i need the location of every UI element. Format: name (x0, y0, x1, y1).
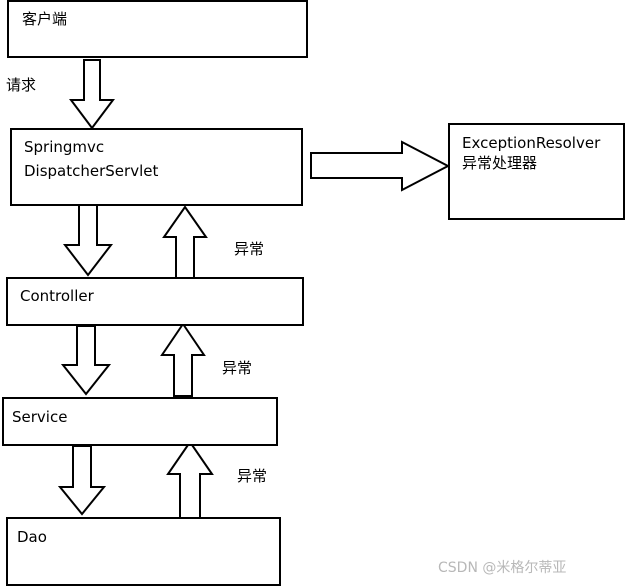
dispatcher-label-line1: Springmvc (24, 138, 105, 156)
arrow-request-down (69, 59, 115, 130)
exception-resolver-box: ExceptionResolver 异常处理器 (448, 123, 625, 220)
arrow-dispatcher-to-controller (62, 204, 114, 277)
dao-label: Dao (17, 528, 47, 546)
dispatcher-label-line2: DispatcherServlet (24, 162, 159, 180)
service-label: Service (12, 408, 68, 426)
request-label: 请求 (6, 76, 37, 94)
exception-label-3: 异常 (237, 467, 268, 485)
arrow-to-resolver (310, 140, 451, 192)
resolver-label-line2: 异常处理器 (462, 154, 538, 172)
arrow-service-to-controller (160, 322, 206, 397)
client-box: 客户端 (7, 0, 308, 58)
watermark-text: CSDN @米格尔蒂亚 (438, 560, 567, 576)
service-box: Service (2, 397, 278, 446)
arrow-controller-to-service (60, 325, 112, 396)
resolver-label-line1: ExceptionResolver (462, 134, 601, 152)
arrow-dao-to-service (166, 440, 214, 519)
client-label: 客户端 (22, 10, 68, 28)
arrow-controller-to-dispatcher (162, 205, 208, 279)
controller-box: Controller (6, 277, 304, 326)
exception-label-2: 异常 (222, 359, 253, 377)
dispatcher-box: Springmvc DispatcherServlet (10, 128, 303, 206)
exception-label-1: 异常 (234, 240, 265, 258)
dao-box: Dao (6, 517, 281, 586)
controller-label: Controller (20, 287, 94, 305)
arrow-service-to-dao (57, 445, 107, 516)
